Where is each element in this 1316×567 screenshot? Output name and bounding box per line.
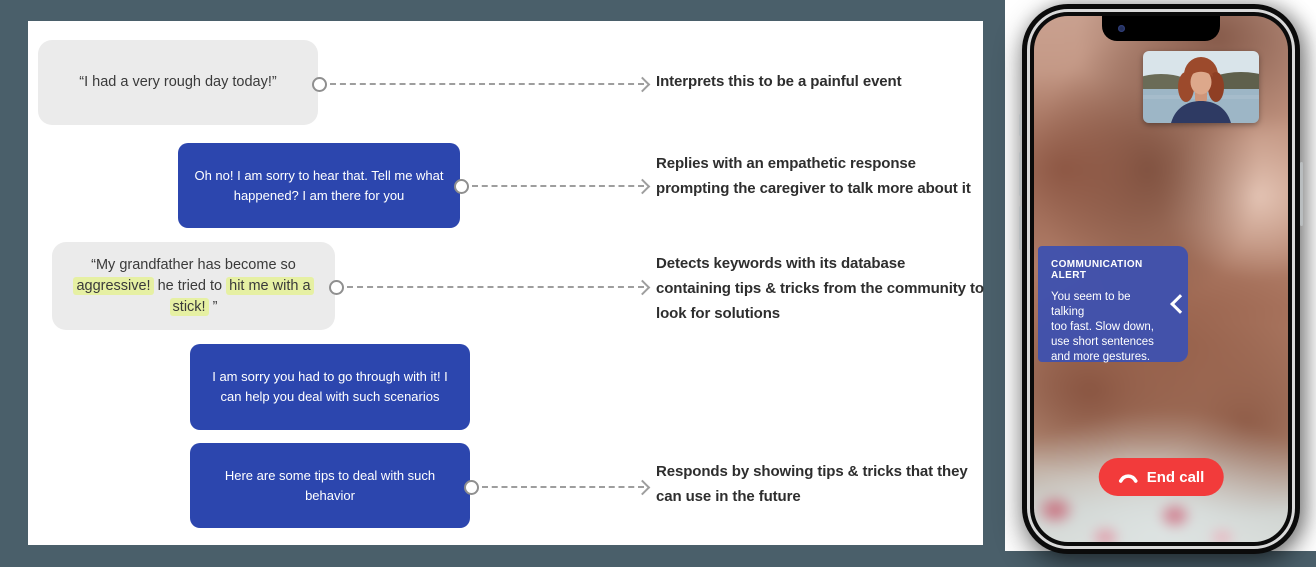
bot-message-bubble-2: I am sorry you had to go through with it… xyxy=(190,344,470,430)
arrow-right-icon xyxy=(634,76,651,92)
annotation-4: Responds by showing tips & tricks that t… xyxy=(656,463,968,505)
phone-notch xyxy=(1102,16,1220,41)
connector-dashed-line xyxy=(330,83,644,85)
caregiver-message-bubble-2: “My grandfather has become so aggressive… xyxy=(52,242,335,330)
flow-connector-2 xyxy=(454,178,651,194)
end-call-button[interactable]: End call xyxy=(1098,458,1224,496)
alert-title: COMMUNICATION ALERT xyxy=(1051,259,1143,281)
volume-down-button xyxy=(1019,206,1022,250)
bot-message-text: Oh no! I am sorry to hear that. Tell me … xyxy=(194,167,444,203)
slate-background-bottom-bar xyxy=(1005,551,1316,567)
caregiver-message-bubble-1: “I had a very rough day today!” xyxy=(38,40,318,125)
end-call-label: End call xyxy=(1146,468,1205,486)
conversation-flow-panel: “I had a very rough day today!” Interpre… xyxy=(28,21,984,545)
bot-message-bubble-1: Oh no! I am sorry to hear that. Tell me … xyxy=(178,143,460,228)
flow-connector-1 xyxy=(312,76,651,92)
front-camera-icon xyxy=(1118,25,1125,32)
annotation-1: Interprets this to be a painful event xyxy=(656,73,902,90)
flow-connector-4 xyxy=(464,479,651,495)
mute-switch xyxy=(1019,114,1022,136)
communication-alert-panel: COMMUNICATION ALERT You seem to be talki… xyxy=(1038,246,1190,363)
annotation-2: Replies with an empathetic response prom… xyxy=(656,155,971,197)
connector-dashed-line xyxy=(472,185,644,187)
connector-dot xyxy=(312,76,327,92)
arrow-right-icon xyxy=(634,178,651,194)
video-call-screen: COMMUNICATION ALERT You seem to be talki… xyxy=(1034,16,1288,542)
phone-hangup-icon xyxy=(1118,473,1138,483)
flow-connector-3 xyxy=(329,279,651,295)
self-view-portrait xyxy=(1143,51,1259,123)
annotation-3: Detects keywords with its database conta… xyxy=(656,255,984,322)
caregiver-message-text-highlighted: “My grandfather has become so aggressive… xyxy=(66,255,321,318)
bot-message-text: Here are some tips to deal with such beh… xyxy=(224,467,436,503)
arrow-right-icon xyxy=(634,279,651,295)
bot-message-text: I am sorry you had to go through with it… xyxy=(212,369,448,404)
caregiver-message-text: “I had a very rough day today!” xyxy=(79,74,277,90)
connector-dashed-line xyxy=(482,486,644,488)
bot-message-bubble-3: Here are some tips to deal with such beh… xyxy=(190,443,470,528)
connector-dot xyxy=(464,479,479,495)
arrow-right-icon xyxy=(634,479,651,495)
power-button xyxy=(1300,162,1303,226)
self-view-thumbnail[interactable] xyxy=(1143,51,1259,123)
connector-dot xyxy=(454,178,469,194)
connector-dashed-line xyxy=(347,286,644,288)
volume-up-button xyxy=(1019,152,1022,196)
connector-dot xyxy=(329,279,344,295)
chevron-left-icon[interactable] xyxy=(1170,294,1190,314)
phone-mockup: COMMUNICATION ALERT You seem to be talki… xyxy=(1019,4,1303,554)
